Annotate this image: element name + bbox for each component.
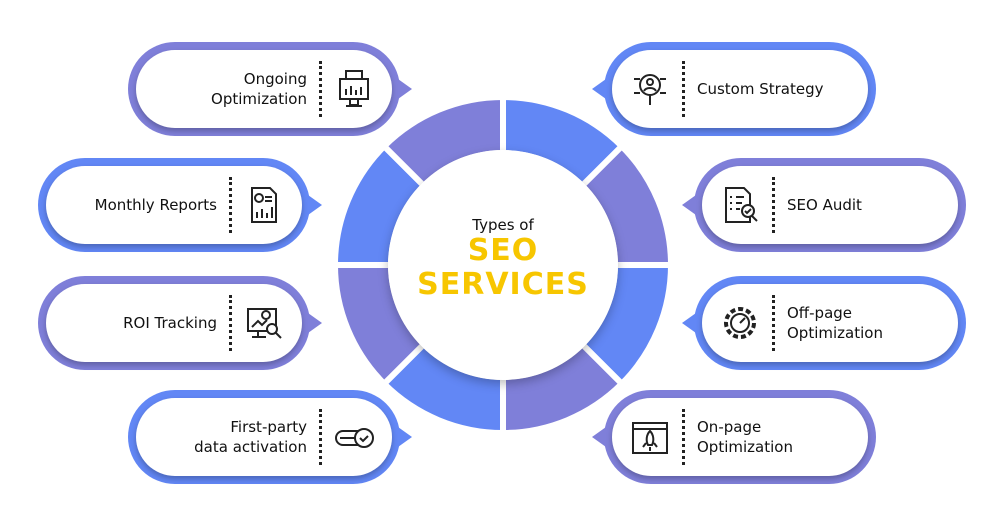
- roi-analytics-icon: [247, 308, 282, 339]
- service-card: SEO Audit: [682, 158, 966, 252]
- service-label-line1: Ongoing: [243, 70, 307, 88]
- service-label: First-party data activation: [194, 417, 307, 457]
- dotted-divider: [772, 177, 775, 233]
- dotted-divider: [229, 177, 232, 233]
- audit-checklist-icon: [725, 187, 758, 223]
- gear-speedometer-icon: [724, 307, 756, 339]
- dotted-divider: [682, 61, 685, 117]
- service-label: Monthly Reports: [95, 195, 217, 215]
- center-title-services: SERVICES: [417, 267, 589, 302]
- service-label-line1: Custom Strategy: [697, 80, 824, 98]
- service-label-line2: Optimization: [211, 90, 307, 108]
- pointer-arrow: [398, 79, 412, 99]
- service-label-line1: On-page: [697, 418, 762, 436]
- pointer-arrow: [308, 195, 322, 215]
- pointer-arrow: [398, 427, 412, 447]
- service-label-line2: Optimization: [787, 324, 883, 342]
- service-card: Monthly Reports: [38, 158, 322, 252]
- service-label: SEO Audit: [787, 195, 862, 215]
- toggle-check-icon: [335, 428, 374, 448]
- service-label: Custom Strategy: [697, 79, 824, 99]
- center-subtitle: Types of: [472, 216, 534, 234]
- center-title-seo: SEO: [467, 233, 539, 268]
- dotted-divider: [319, 61, 322, 117]
- service-label-line2: Optimization: [697, 438, 793, 456]
- service-card: Custom Strategy: [592, 42, 876, 136]
- service-label-line1: Monthly Reports: [94, 196, 217, 214]
- pointer-arrow: [682, 313, 696, 333]
- pointer-arrow: [592, 79, 606, 99]
- service-label-line1: First-party: [230, 418, 307, 436]
- service-label-line1: ROI Tracking: [123, 314, 217, 332]
- rocket-browser-icon: [632, 422, 668, 454]
- service-card: ROI Tracking: [38, 276, 322, 370]
- service-label-line2: data activation: [194, 438, 307, 456]
- service-label-line1: Off-page: [787, 304, 853, 322]
- pointer-arrow: [592, 427, 606, 447]
- dotted-divider: [319, 409, 322, 465]
- service-label: ROI Tracking: [123, 313, 217, 333]
- service-card: First-party data activation: [128, 390, 412, 484]
- report-document-icon: [251, 187, 277, 223]
- pointer-arrow: [308, 313, 322, 333]
- dotted-divider: [772, 295, 775, 351]
- seo-monitor-icon: [339, 70, 369, 107]
- pointer-arrow: [682, 195, 696, 215]
- strategy-search-icon: [634, 74, 666, 105]
- dotted-divider: [682, 409, 685, 465]
- center-title: Types of SEO SERVICES: [388, 150, 618, 380]
- service-label-line1: SEO Audit: [787, 196, 862, 214]
- dotted-divider: [229, 295, 232, 351]
